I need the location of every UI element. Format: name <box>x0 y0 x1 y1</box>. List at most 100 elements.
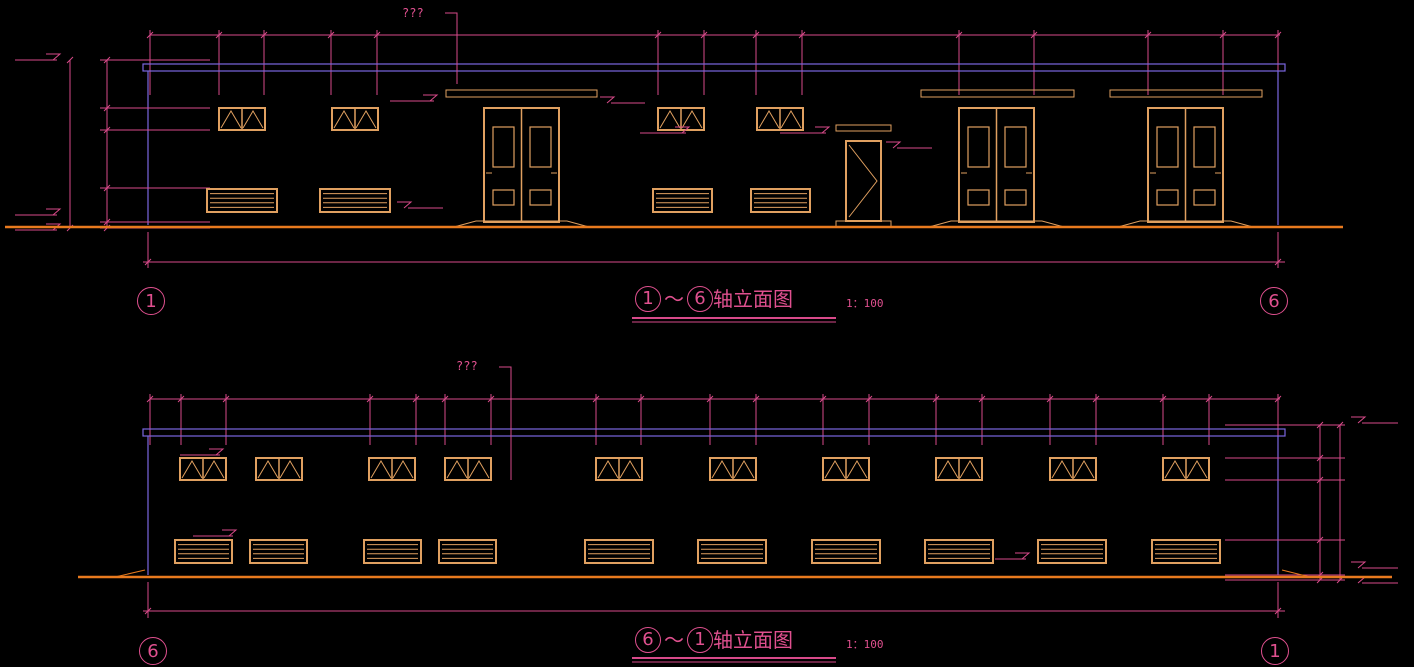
dimension-tick <box>1092 395 1100 403</box>
window <box>756 107 804 131</box>
window-sash-right <box>203 460 225 479</box>
window <box>255 457 303 481</box>
canopy <box>920 89 1075 98</box>
dimension-tick <box>1144 31 1152 39</box>
dimension-tick <box>592 395 600 403</box>
window <box>935 457 983 481</box>
dimension-tick <box>1316 421 1324 429</box>
louver-frame <box>924 539 994 564</box>
elevation-triangle <box>423 94 439 102</box>
elevation-mark <box>995 552 1031 560</box>
elevation-triangle <box>886 141 902 149</box>
window <box>709 457 757 481</box>
title-separator: ～ <box>664 628 684 652</box>
annotation-label-top: ??? <box>402 6 424 20</box>
louver-frame <box>1151 539 1221 564</box>
louver-frame <box>1037 539 1107 564</box>
dimension-tick <box>1316 454 1324 462</box>
window-sash-left <box>659 110 681 129</box>
elevation-mark <box>1351 416 1398 424</box>
louver-frame <box>174 539 233 564</box>
annotation-leader <box>499 366 512 480</box>
canopy <box>835 124 892 132</box>
dimension-tick <box>798 31 806 39</box>
dimension-tick <box>1219 31 1227 39</box>
window-sash-left <box>937 460 959 479</box>
louver <box>697 539 767 564</box>
dimension-tick <box>752 395 760 403</box>
elevation-triangle <box>675 126 691 134</box>
louver <box>206 188 278 213</box>
parapet <box>142 63 1286 72</box>
dimension-tick <box>865 395 873 403</box>
window <box>822 457 870 481</box>
elevation-bottom <box>78 366 1398 618</box>
window-sash-left <box>824 460 846 479</box>
elevation-triangle <box>46 53 62 61</box>
window-sash-right <box>392 460 414 479</box>
elevation-triangle <box>600 96 616 104</box>
dimension-tick <box>1159 395 1167 403</box>
title-axis-start: 6 <box>635 627 661 653</box>
window-sash-right <box>619 460 641 479</box>
dimension-tick <box>327 31 335 39</box>
window-sash-left <box>597 460 619 479</box>
window-sash-left <box>181 460 203 479</box>
dimension-tick <box>1316 536 1324 544</box>
window-sash-right <box>468 460 490 479</box>
elevation-mark <box>397 201 443 209</box>
elevation-triangle <box>1351 416 1367 424</box>
title-separator: ～ <box>664 287 684 311</box>
window <box>368 457 416 481</box>
window-sash-right <box>355 110 377 129</box>
elevation-triangle <box>397 201 413 209</box>
title-axis-end: 6 <box>687 286 713 312</box>
door-lower-panel <box>1156 189 1179 206</box>
dimension-tick <box>144 258 152 266</box>
door-lower-panel <box>529 189 552 206</box>
window-sash-left <box>446 460 468 479</box>
window <box>595 457 643 481</box>
dimension-tick <box>1316 476 1324 484</box>
dimension-tick <box>260 31 268 39</box>
dimension-tick <box>103 56 111 64</box>
dimension-tick <box>978 395 986 403</box>
window-sash-left <box>257 460 279 479</box>
door-upper-panel <box>1193 126 1216 168</box>
louver-frame <box>206 188 278 213</box>
window-sash-left <box>1051 460 1073 479</box>
dimension-tick <box>103 218 111 226</box>
dimension-tick <box>146 395 154 403</box>
window-sash-left <box>333 110 355 129</box>
elevation-mark <box>193 529 238 537</box>
window <box>444 457 492 481</box>
elevation-triangle <box>46 208 62 216</box>
dimension-tick <box>932 395 940 403</box>
dimension-tick <box>103 126 111 134</box>
elevation-triangle <box>1015 552 1031 560</box>
dimension-tick <box>1274 395 1282 403</box>
title-axis-start: 1 <box>635 286 661 312</box>
louver-frame <box>363 539 422 564</box>
louver-frame <box>811 539 881 564</box>
dimension-tick <box>222 395 230 403</box>
louver <box>811 539 881 564</box>
door-step <box>1117 220 1254 228</box>
dimension-tick <box>487 395 495 403</box>
dimension-tick <box>1030 31 1038 39</box>
louver <box>924 539 994 564</box>
double-door <box>453 107 590 228</box>
louver-frame <box>438 539 497 564</box>
window <box>218 107 266 131</box>
louver <box>1151 539 1221 564</box>
title-text: 轴立面图 <box>713 628 793 652</box>
louver <box>750 188 811 213</box>
elevation-mark <box>180 448 225 456</box>
elevation-triangle <box>222 529 238 537</box>
elevation-mark <box>1351 561 1398 569</box>
dimension-tick <box>637 395 645 403</box>
door-lower-panel <box>492 189 515 206</box>
dimension-tick <box>706 395 714 403</box>
dimension-tick <box>412 395 420 403</box>
window-sash-right <box>1186 460 1208 479</box>
